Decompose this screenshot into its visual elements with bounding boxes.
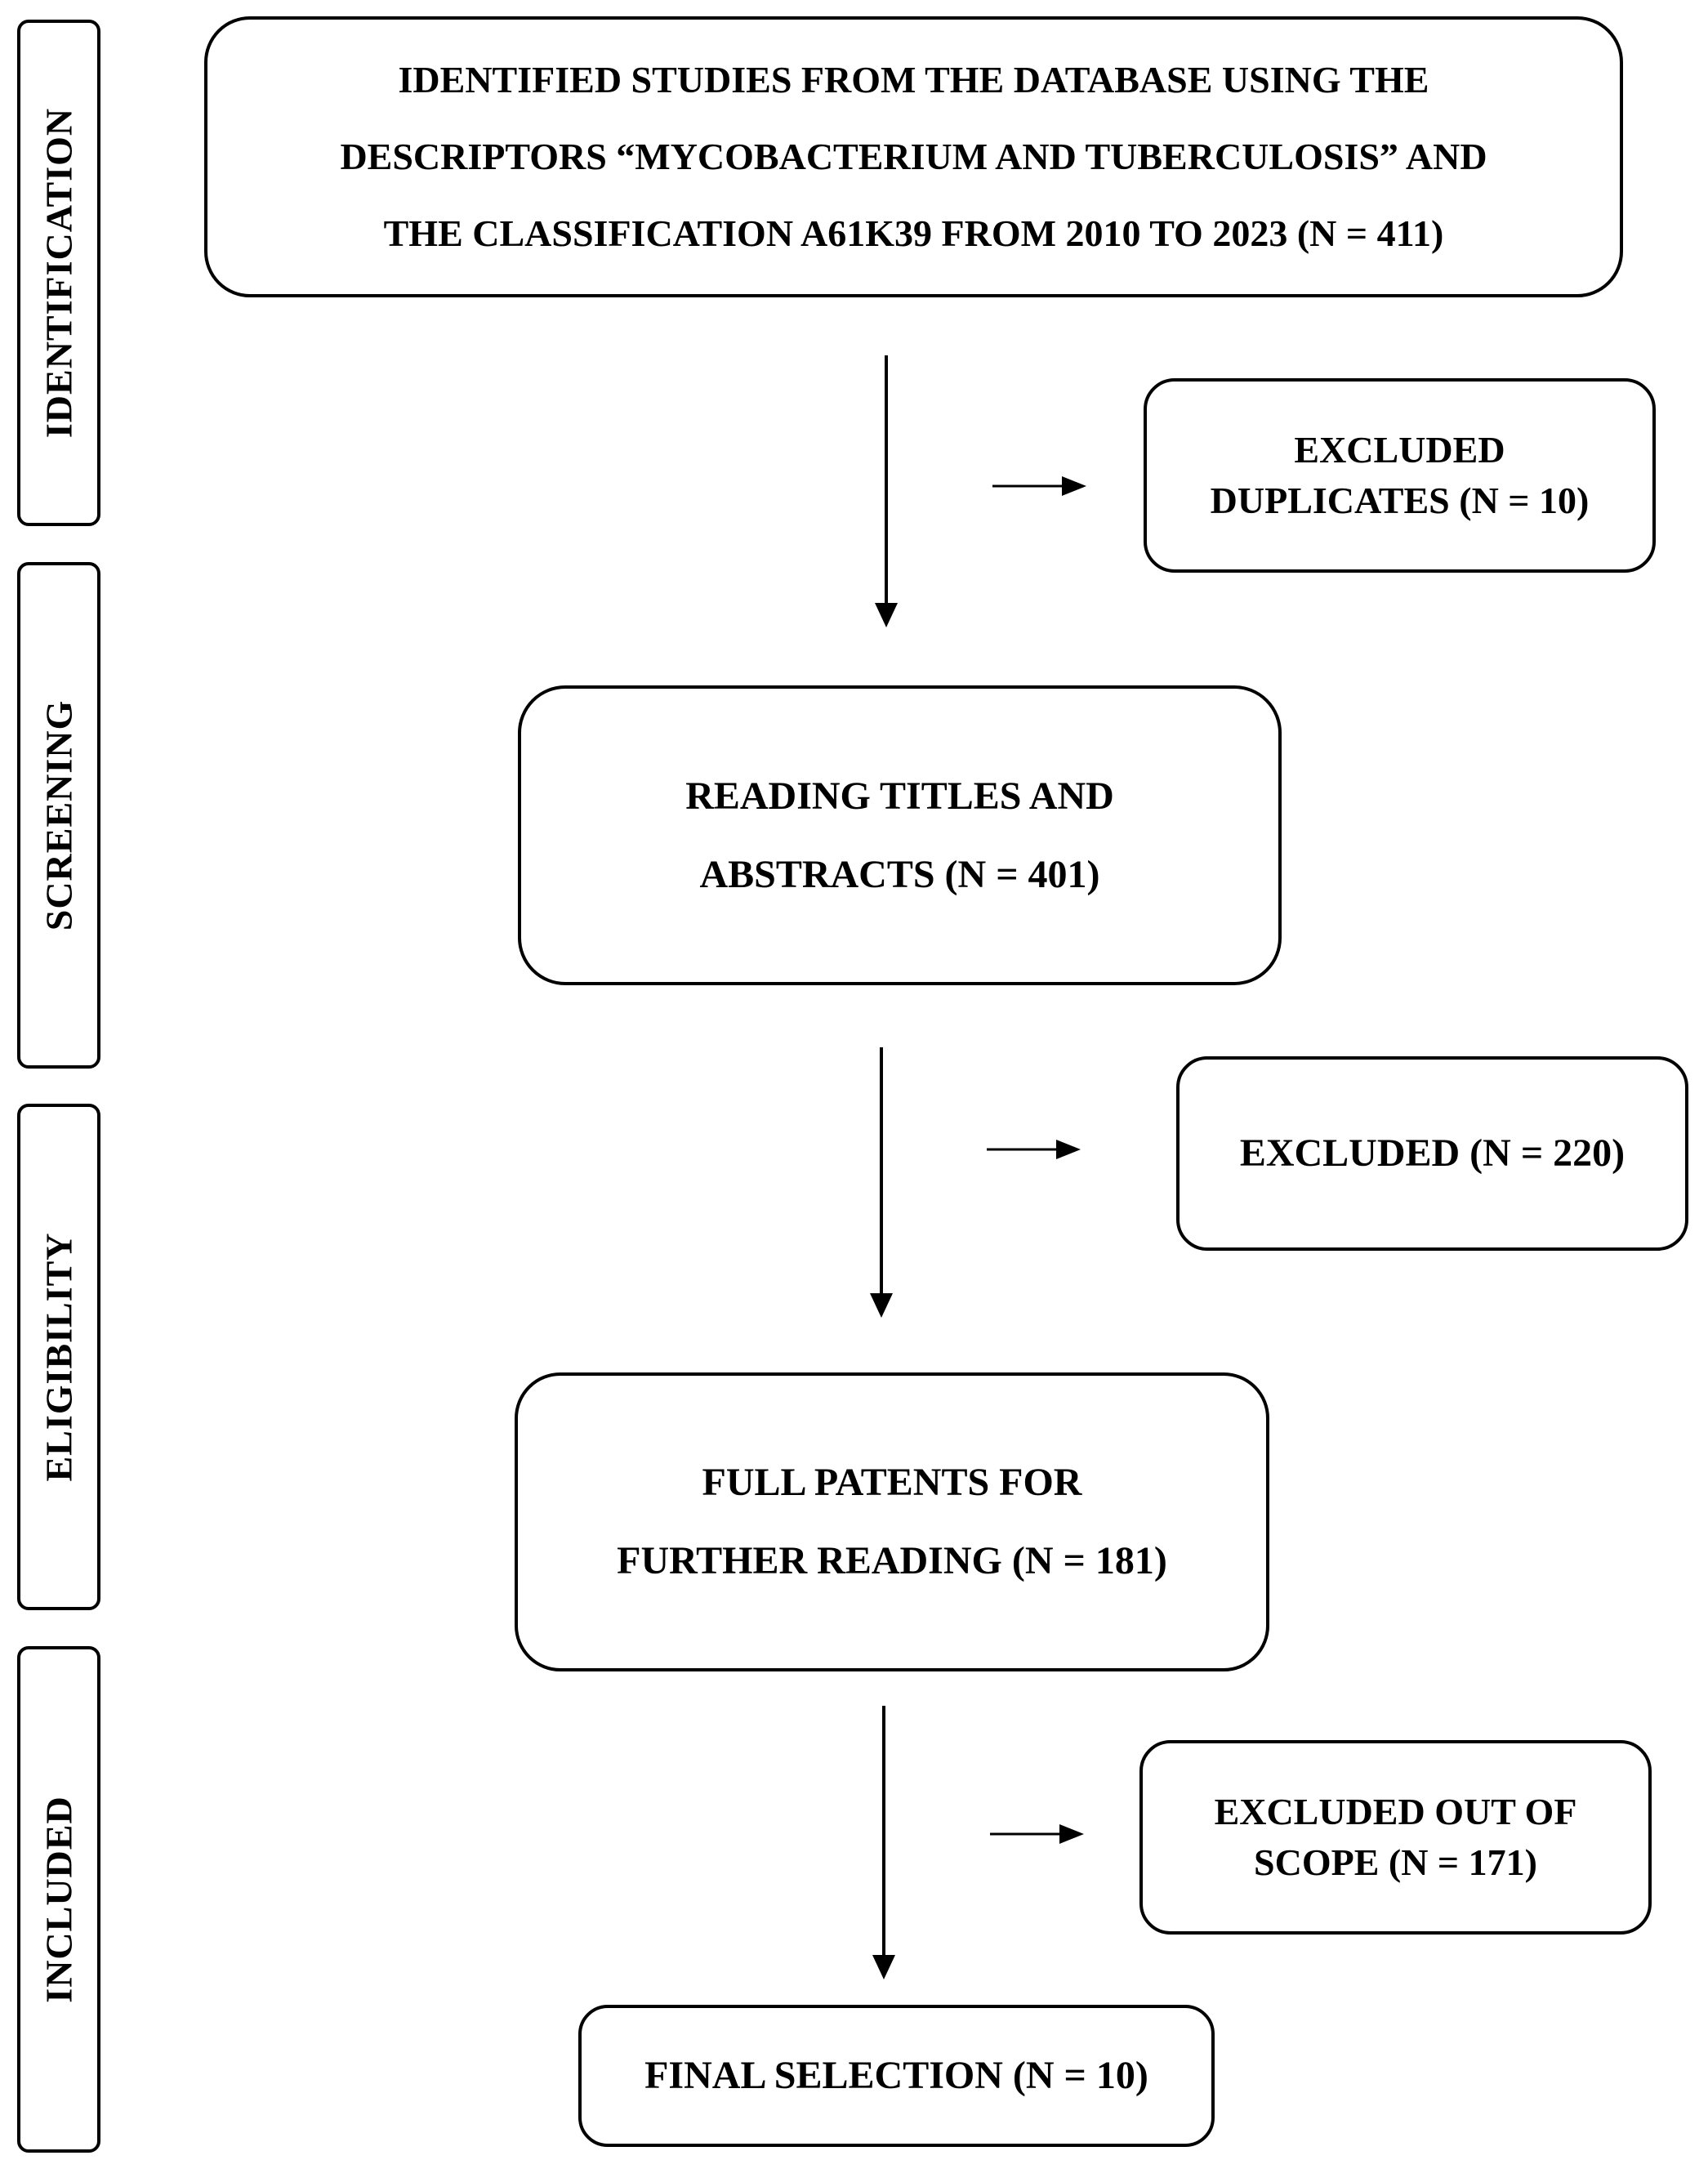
final-selection-box: FINAL SELECTION (N = 10) — [578, 2005, 1215, 2147]
excluded-out-of-scope-text: EXCLUDED OUT OF SCOPE (N = 171) — [1214, 1791, 1577, 1883]
right-arrow-to-excluded-duplicates — [992, 476, 1086, 496]
excluded-out-of-scope-box: EXCLUDED OUT OF SCOPE (N = 171) — [1139, 1740, 1652, 1935]
down-arrow-identified-to-reading — [875, 355, 898, 627]
stage-included-label: INCLUDED — [38, 1796, 80, 2003]
right-arrow-to-excluded-220 — [987, 1140, 1081, 1159]
excluded-duplicates-box: EXCLUDED DUPLICATES (N = 10) — [1144, 378, 1656, 573]
stage-included-tab: INCLUDED — [17, 1646, 100, 2153]
stage-eligibility-label: ELIGIBILITY — [38, 1232, 80, 1482]
stage-identification-tab: IDENTIFICATION — [17, 20, 100, 526]
down-arrow-full-to-final — [872, 1706, 895, 1979]
stage-eligibility-tab: ELIGIBILITY — [17, 1104, 100, 1610]
right-arrow-to-excluded-out-of-scope — [990, 1824, 1084, 1844]
full-patents-box: FULL PATENTS FOR FURTHER READING (N = 18… — [515, 1372, 1269, 1671]
down-arrow-reading-to-full — [870, 1047, 893, 1318]
excluded-220-box: EXCLUDED (N = 220) — [1176, 1056, 1688, 1251]
excluded-duplicates-text: EXCLUDED DUPLICATES (N = 10) — [1210, 429, 1590, 521]
stage-screening-label: SCREENING — [38, 699, 80, 931]
stage-identification-label: IDENTIFICATION — [38, 107, 80, 439]
identified-studies-box: IDENTIFIED STUDIES FROM THE DATABASE USI… — [204, 16, 1623, 297]
reading-titles-box: READING TITLES AND ABSTRACTS (N = 401) — [518, 685, 1282, 985]
full-patents-text: FULL PATENTS FOR FURTHER READING (N = 18… — [617, 1461, 1167, 1582]
identified-studies-text: IDENTIFIED STUDIES FROM THE DATABASE USI… — [340, 59, 1487, 254]
excluded-220-text: EXCLUDED (N = 220) — [1239, 1131, 1625, 1175]
stage-screening-tab: SCREENING — [17, 562, 100, 1069]
reading-titles-text: READING TITLES AND ABSTRACTS (N = 401) — [685, 774, 1114, 896]
final-selection-text: FINAL SELECTION (N = 10) — [644, 2054, 1148, 2097]
